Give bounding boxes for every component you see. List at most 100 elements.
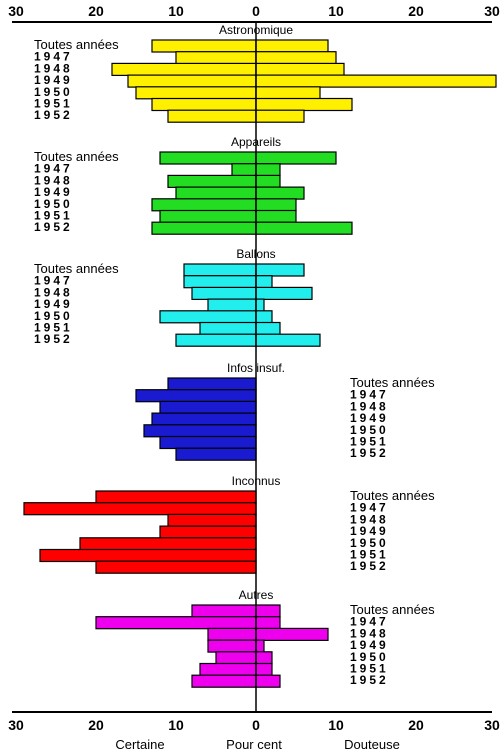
bar-douteuse [255, 263, 305, 277]
bar-certaine [79, 537, 257, 551]
bar-douteuse [255, 209, 297, 224]
bar-certaine [167, 174, 257, 188]
bar-certaine [167, 377, 257, 391]
bar-certaine [95, 490, 257, 504]
bar-certaine [95, 560, 257, 574]
row-label: Toutes années [350, 602, 435, 617]
bar-certaine [159, 525, 257, 539]
bar-certaine [151, 39, 257, 53]
bar-certaine [231, 163, 257, 177]
footer-left-label: Certaine [115, 737, 164, 752]
row-label: 1950 [34, 197, 73, 211]
bar-douteuse [255, 662, 273, 677]
bar-douteuse [255, 109, 305, 123]
row-label: 1949 [34, 73, 73, 87]
bar-certaine [23, 502, 257, 516]
row-label: Toutes années [34, 37, 119, 52]
bar-certaine [191, 604, 257, 618]
row-label: 1948 [34, 61, 73, 75]
bar-certaine [151, 198, 257, 212]
bottom-tick-label: 20 [408, 717, 424, 733]
row-label: 1947 [34, 50, 73, 64]
bar-douteuse [255, 275, 273, 289]
footer-center-label: Pour cent [226, 737, 282, 752]
bar-certaine [199, 321, 257, 336]
bar-certaine [159, 400, 257, 414]
row-label: 1950 [34, 309, 73, 323]
bar-douteuse [255, 62, 345, 77]
bar-certaine [111, 62, 257, 77]
row-label: 1952 [350, 446, 389, 460]
row-label: 1951 [34, 97, 73, 111]
bottom-tick-label: 10 [168, 717, 184, 733]
bar-douteuse [255, 74, 497, 88]
bar-certaine [159, 151, 257, 165]
bar-douteuse [255, 310, 273, 324]
bar-certaine [207, 639, 257, 653]
bar-certaine [183, 275, 257, 289]
bar-certaine [175, 186, 257, 200]
bar-certaine [159, 310, 257, 324]
bar-certaine [191, 286, 257, 300]
row-label: 1950 [350, 650, 389, 664]
top-tick-label: 10 [168, 3, 184, 19]
row-label: Toutes années [34, 149, 119, 164]
bar-douteuse [255, 51, 337, 65]
bar-certaine [175, 333, 257, 347]
bar-certaine [135, 389, 257, 403]
row-label: 1951 [34, 321, 73, 335]
bottom-tick-label: 30 [8, 717, 24, 733]
row-label: 1947 [350, 388, 389, 402]
bar-certaine [207, 627, 257, 642]
top-tick-label: 0 [252, 3, 260, 19]
bar-douteuse [255, 186, 305, 200]
bar-douteuse [255, 198, 297, 212]
row-label: 1952 [34, 220, 73, 234]
bottom-tick-label: 20 [88, 717, 104, 733]
row-label: 1947 [350, 501, 389, 515]
top-tick-label: 30 [484, 3, 500, 19]
row-label: 1952 [34, 108, 73, 122]
bottom-tick-label: 0 [252, 717, 260, 733]
row-label: Toutes années [350, 375, 435, 390]
row-label: 1949 [34, 185, 73, 199]
bar-douteuse [255, 651, 273, 665]
bar-certaine [207, 298, 257, 312]
bar-certaine [151, 97, 257, 112]
bar-certaine [183, 263, 257, 277]
footer-right-label: Douteuse [344, 737, 400, 752]
bar-douteuse [255, 86, 321, 100]
row-label: 1948 [350, 399, 389, 413]
row-label: 1948 [34, 173, 73, 187]
row-label: 1950 [34, 85, 73, 99]
top-tick-label: 20 [88, 3, 104, 19]
row-label: 1948 [350, 626, 389, 640]
row-label: 1951 [34, 209, 73, 223]
bar-douteuse [255, 39, 329, 53]
bar-douteuse [255, 627, 329, 642]
top-tick-label: 10 [328, 3, 344, 19]
row-label: 1947 [34, 162, 73, 176]
top-tick-label: 30 [8, 3, 24, 19]
bar-certaine [135, 86, 257, 100]
row-label: 1952 [34, 332, 73, 346]
bar-douteuse [255, 163, 281, 177]
bar-douteuse [255, 286, 313, 300]
bar-certaine [167, 513, 257, 528]
row-label: Toutes années [34, 261, 119, 276]
row-label: 1951 [350, 662, 389, 676]
bar-certaine [159, 435, 257, 450]
top-tick-label: 20 [408, 3, 424, 19]
row-label: Toutes années [350, 488, 435, 503]
row-label: 1952 [350, 673, 389, 687]
row-label: 1948 [34, 285, 73, 299]
row-label: 1949 [34, 297, 73, 311]
bar-certaine [151, 221, 257, 235]
row-label: 1950 [350, 423, 389, 437]
row-label: 1948 [350, 512, 389, 526]
